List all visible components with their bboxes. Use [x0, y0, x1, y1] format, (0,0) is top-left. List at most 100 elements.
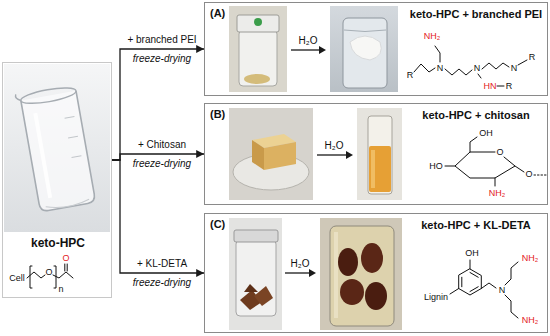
panel-title: keto-HPC + branched PEI [410, 9, 542, 20]
reaction-arrow [317, 154, 347, 155]
structure-bonds [470, 137, 477, 152]
jar-photo [338, 248, 358, 276]
vial-photo [244, 284, 258, 292]
vial-photo [229, 218, 282, 330]
structure-bonds [495, 178, 496, 186]
structure-bonds [435, 46, 440, 62]
beaker-photo [33, 113, 52, 198]
beaker-photo [21, 91, 96, 212]
panel-letter: (C) [210, 219, 225, 230]
result-panel: (C) keto-HPC + KL-DETA [204, 213, 548, 333]
vial-photo [254, 18, 262, 26]
jar-photo [365, 282, 387, 310]
jar-photo [330, 226, 394, 326]
reaction-arrow [346, 151, 353, 159]
reaction-arrow [285, 269, 316, 277]
beaker-photo [4, 64, 110, 232]
beaker-photo [65, 116, 75, 118]
group-label: Lignin [424, 293, 448, 302]
structure-bonds [505, 295, 518, 318]
repeat-index: n [58, 285, 63, 294]
atom-label: O [496, 148, 503, 157]
structure-bonds [459, 269, 482, 295]
structure-bonds [445, 69, 472, 75]
atom-label: N [474, 64, 481, 73]
jar-photo [334, 232, 338, 318]
beaker-photo [46, 199, 90, 210]
structure-bonds [534, 175, 546, 176]
atom-label: R [407, 71, 414, 80]
atom-label: O [62, 254, 69, 263]
panel-letter: (B) [210, 109, 225, 120]
structure-bonds [505, 262, 518, 285]
structure-bonds [445, 166, 455, 167]
atom-label: NH₂ [489, 189, 506, 198]
sponge-photo [229, 108, 313, 200]
atom-label: O [525, 170, 532, 179]
edge-label: + KL-DETA [136, 258, 188, 269]
structure-bonds [470, 260, 471, 269]
vial-photo [229, 218, 282, 330]
beaker-photo [15, 84, 95, 213]
structure-bonds [481, 283, 496, 289]
reagent-label: H₂O [325, 141, 344, 151]
beaker-photo [15, 94, 21, 102]
reaction-arrow [309, 269, 316, 277]
reaction-arrow [291, 46, 326, 54]
vial-photo [350, 36, 381, 60]
structure-bonds [64, 264, 65, 271]
process-arrow [112, 49, 204, 160]
reaction-arrow [291, 49, 320, 50]
compound-name: keto-HPC [31, 237, 85, 249]
vial-photo [371, 150, 375, 188]
process-step: freeze-drying [133, 54, 191, 64]
jar-photo [320, 218, 402, 330]
structure-bonds [470, 273, 478, 278]
reagent-label: H₂O [299, 36, 318, 46]
vial-photo [344, 30, 386, 32]
vial-photo [239, 30, 277, 86]
atom-label: OH [465, 249, 479, 258]
atom-label: R [529, 53, 536, 62]
vial-photo [343, 18, 387, 88]
vial-photo [357, 108, 402, 200]
structure-bonds [461, 277, 462, 287]
structure-bonds [67, 264, 68, 271]
atom-label: N [511, 64, 518, 73]
atom-label: R [506, 82, 513, 91]
structure-bonds [497, 86, 504, 87]
vial-photo [244, 74, 270, 84]
vial-photo [330, 6, 398, 92]
atom-label: Cell [9, 274, 25, 283]
atom-label: NH₂ [522, 254, 539, 263]
vial-photo [330, 6, 398, 92]
reaction-arrow [285, 272, 310, 273]
beaker-photo [4, 64, 110, 232]
vial-photo [237, 15, 279, 32]
beaker-photo [72, 156, 82, 158]
vial-photo [368, 116, 392, 194]
jar-photo [320, 218, 402, 330]
atom-label: NH₂ [424, 32, 441, 41]
beaker-photo [68, 136, 78, 138]
structure-bonds [478, 74, 481, 78]
structure-bonds [515, 166, 524, 172]
atom-label: N [499, 286, 506, 295]
panel-title: keto-HPC + chitosan [422, 110, 529, 121]
edge-label: + branched PEI [126, 34, 197, 45]
vial-photo [229, 6, 287, 92]
structure-bonds [482, 63, 509, 69]
vial-photo [229, 6, 287, 92]
vial-photo [369, 146, 391, 192]
vial-photo [236, 240, 276, 316]
process-arrow [112, 160, 204, 273]
atom-label: HN [484, 82, 497, 91]
panel-title: keto-HPC + KL-DETA [421, 220, 531, 231]
vial-photo [357, 108, 402, 200]
sponge-photo [264, 142, 296, 170]
